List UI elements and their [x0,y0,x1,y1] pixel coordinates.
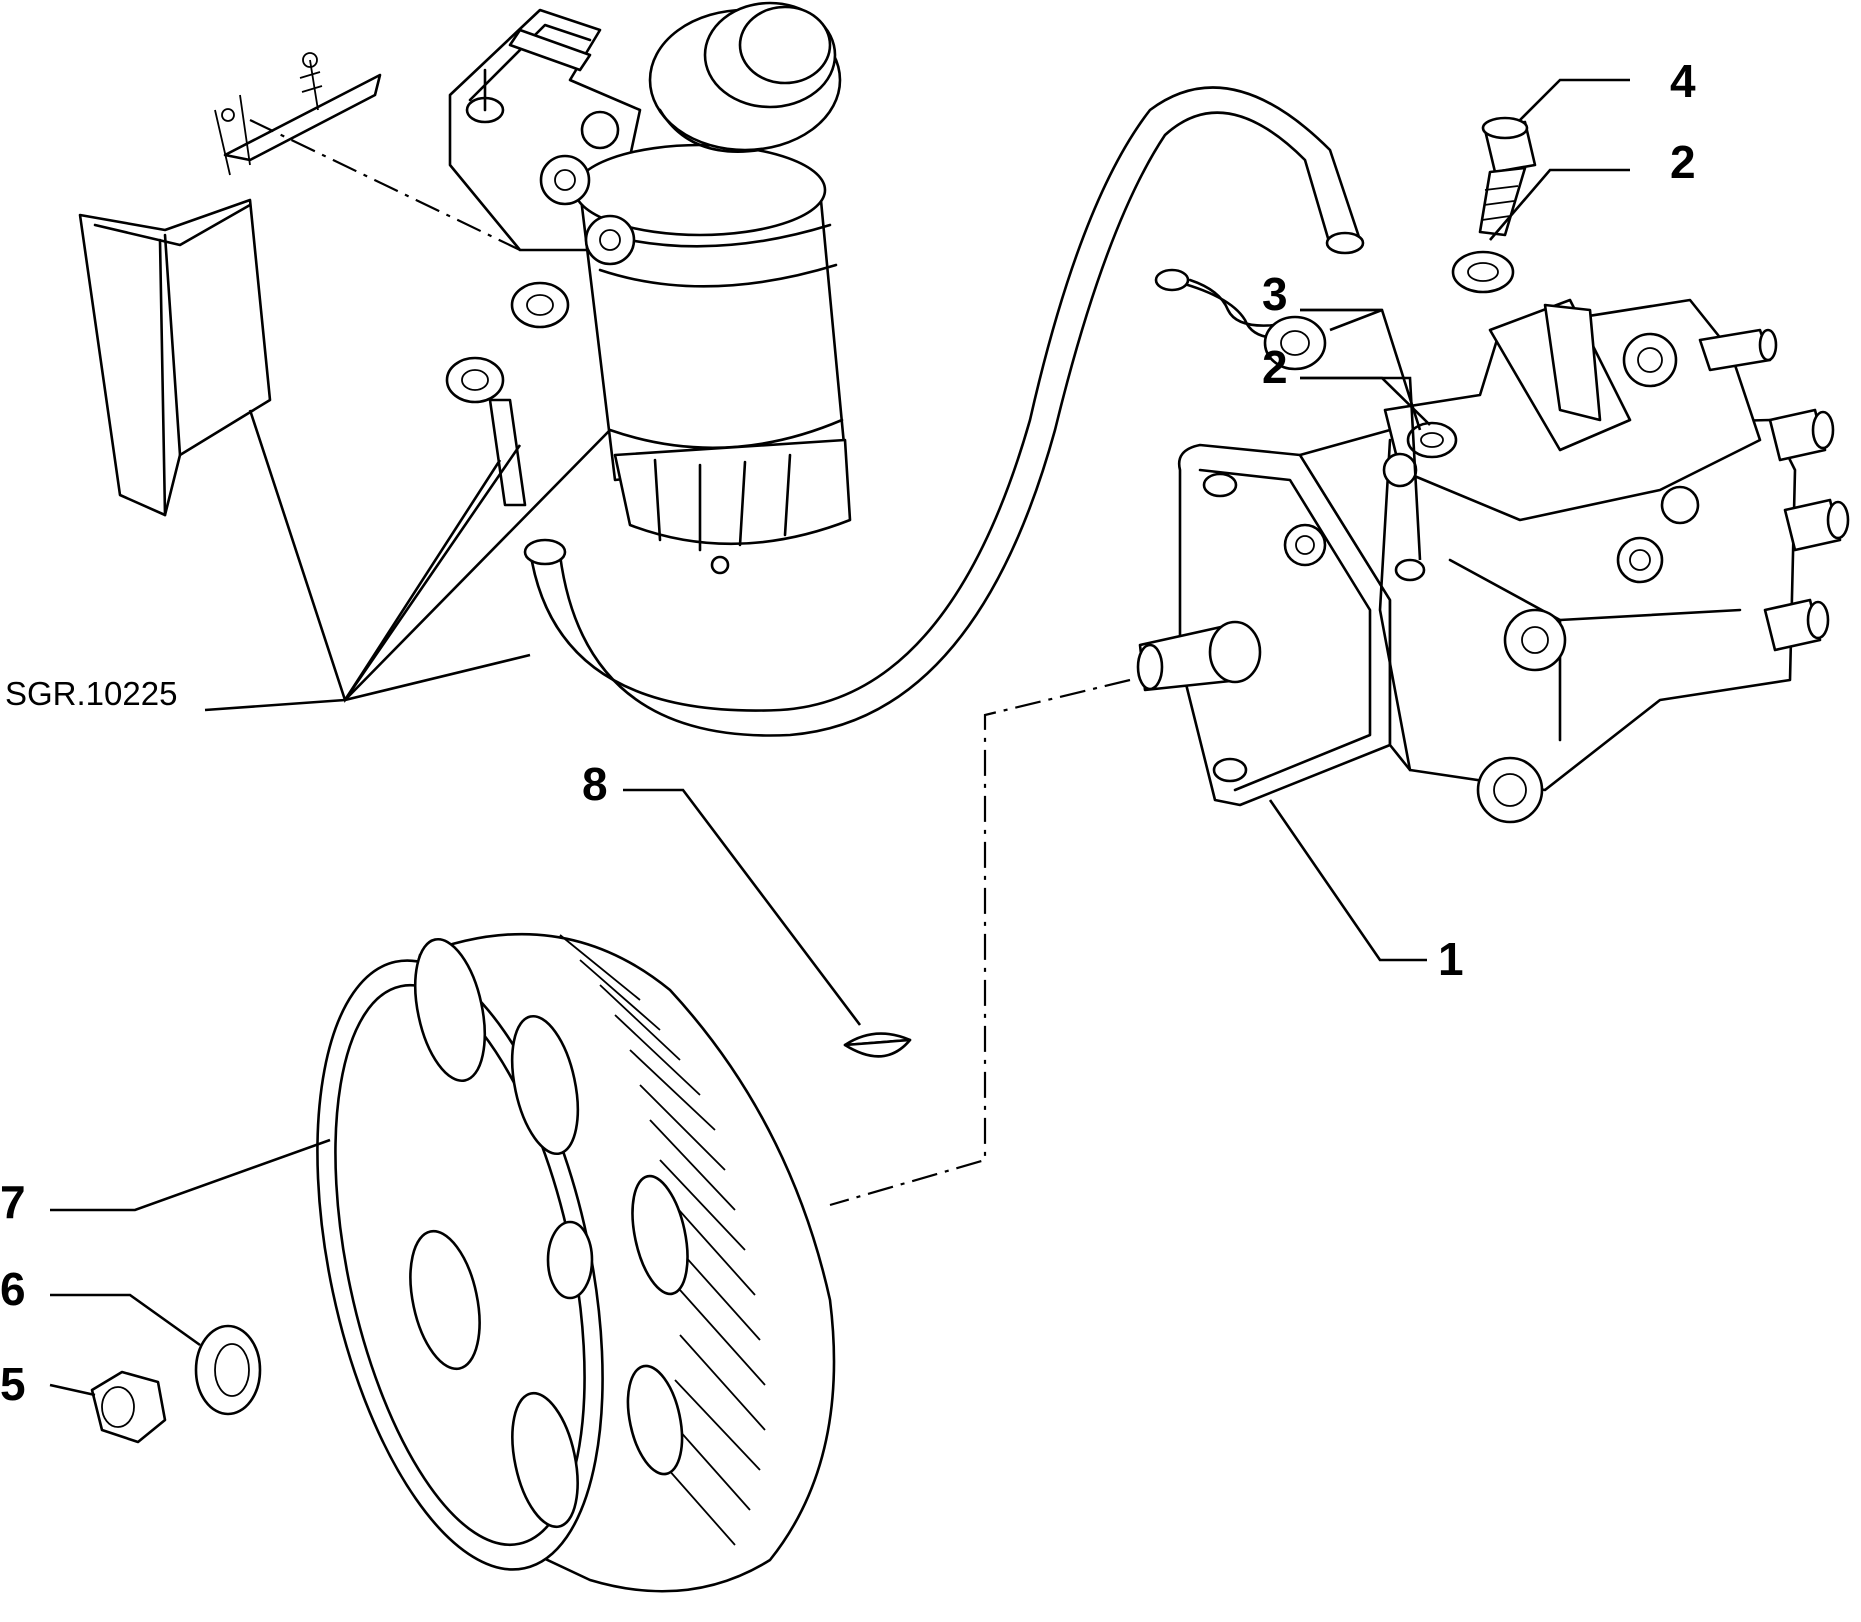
filter-washer [510,281,570,329]
pulley-teeth [559,934,766,1546]
pulley-nut [90,1370,167,1444]
drawing-reference: SGR.10225 [5,675,177,712]
callout-3: 3 [1262,268,1288,320]
callout-2-lower: 2 [1262,341,1288,393]
fuel-filter-assembly [78,1,1365,737]
banjo-bolt [445,356,527,507]
fuel-hose [523,86,1365,737]
bolt [1478,116,1537,237]
delivery-valve-unions [1698,328,1850,652]
callout-2-upper: 2 [1670,136,1696,188]
assembly-axis-line [829,678,1131,1207]
callout-7: 7 [0,1176,26,1228]
fuel-filter-canister [539,1,852,575]
leader-lines [49,78,1630,1397]
callout-5: 5 [0,1358,26,1410]
pulley-washer [194,1324,262,1416]
woodruff-key [843,1032,912,1058]
toothed-pulley [316,932,836,1593]
callout-8: 8 [582,758,608,810]
injection-pump [1136,298,1850,824]
callout-4: 4 [1670,55,1696,107]
heat-shield-plate [78,52,382,517]
callout-1: 1 [1438,933,1464,985]
sealing-washer-upper [1451,250,1515,294]
pipe-union [1154,268,1327,371]
callout-labels: 1 2 2 3 4 5 6 7 8 SGR.10225 [0,55,1696,1410]
callout-6: 6 [0,1263,26,1315]
sealing-washer-lower [1406,421,1458,459]
